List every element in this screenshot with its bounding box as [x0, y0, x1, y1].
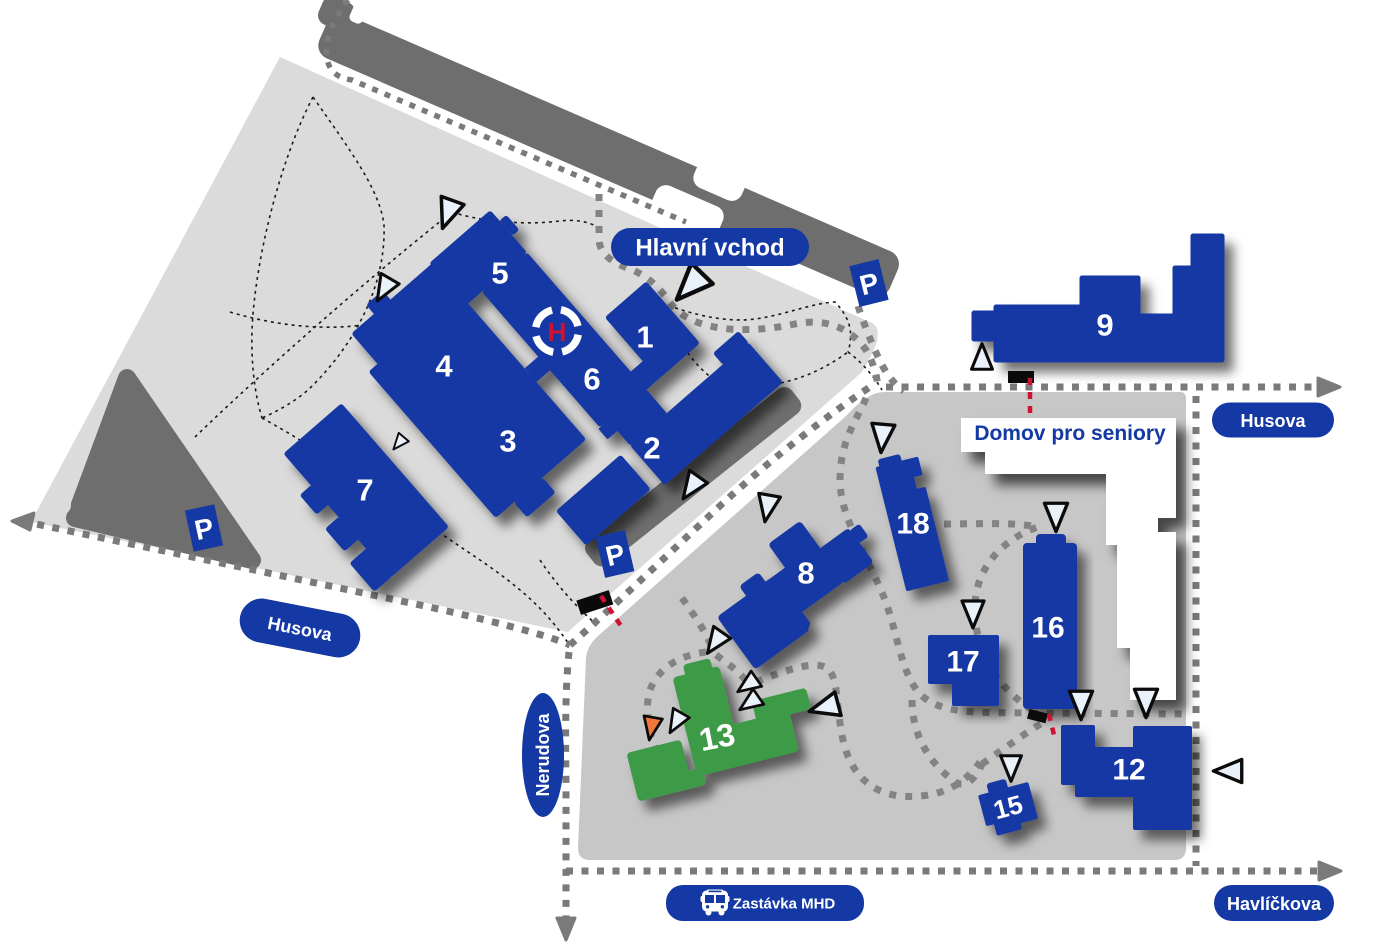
svg-text:4: 4	[435, 349, 453, 384]
svg-text:8: 8	[797, 556, 814, 591]
svg-text:9: 9	[1096, 308, 1113, 343]
svg-text:3: 3	[499, 424, 516, 459]
svg-text:1: 1	[636, 320, 653, 355]
svg-text:Domov pro seniory: Domov pro seniory	[974, 422, 1166, 445]
svg-text:12: 12	[1112, 754, 1145, 787]
svg-text:7: 7	[356, 473, 373, 508]
svg-text:16: 16	[1031, 612, 1064, 645]
svg-text:18: 18	[896, 508, 929, 541]
svg-text:Zastávka MHD: Zastávka MHD	[733, 896, 836, 913]
svg-text:13: 13	[696, 716, 738, 758]
svg-text:H: H	[548, 317, 567, 347]
svg-text:Nerudova: Nerudova	[533, 713, 553, 797]
svg-text:17: 17	[946, 646, 979, 679]
svg-text:2: 2	[643, 431, 660, 466]
svg-text:Husova: Husova	[1240, 411, 1306, 431]
svg-text:Havlíčkova: Havlíčkova	[1227, 894, 1322, 914]
svg-text:5: 5	[491, 256, 508, 291]
svg-text:Hlavní vchod: Hlavní vchod	[635, 235, 784, 262]
svg-text:6: 6	[583, 362, 600, 397]
